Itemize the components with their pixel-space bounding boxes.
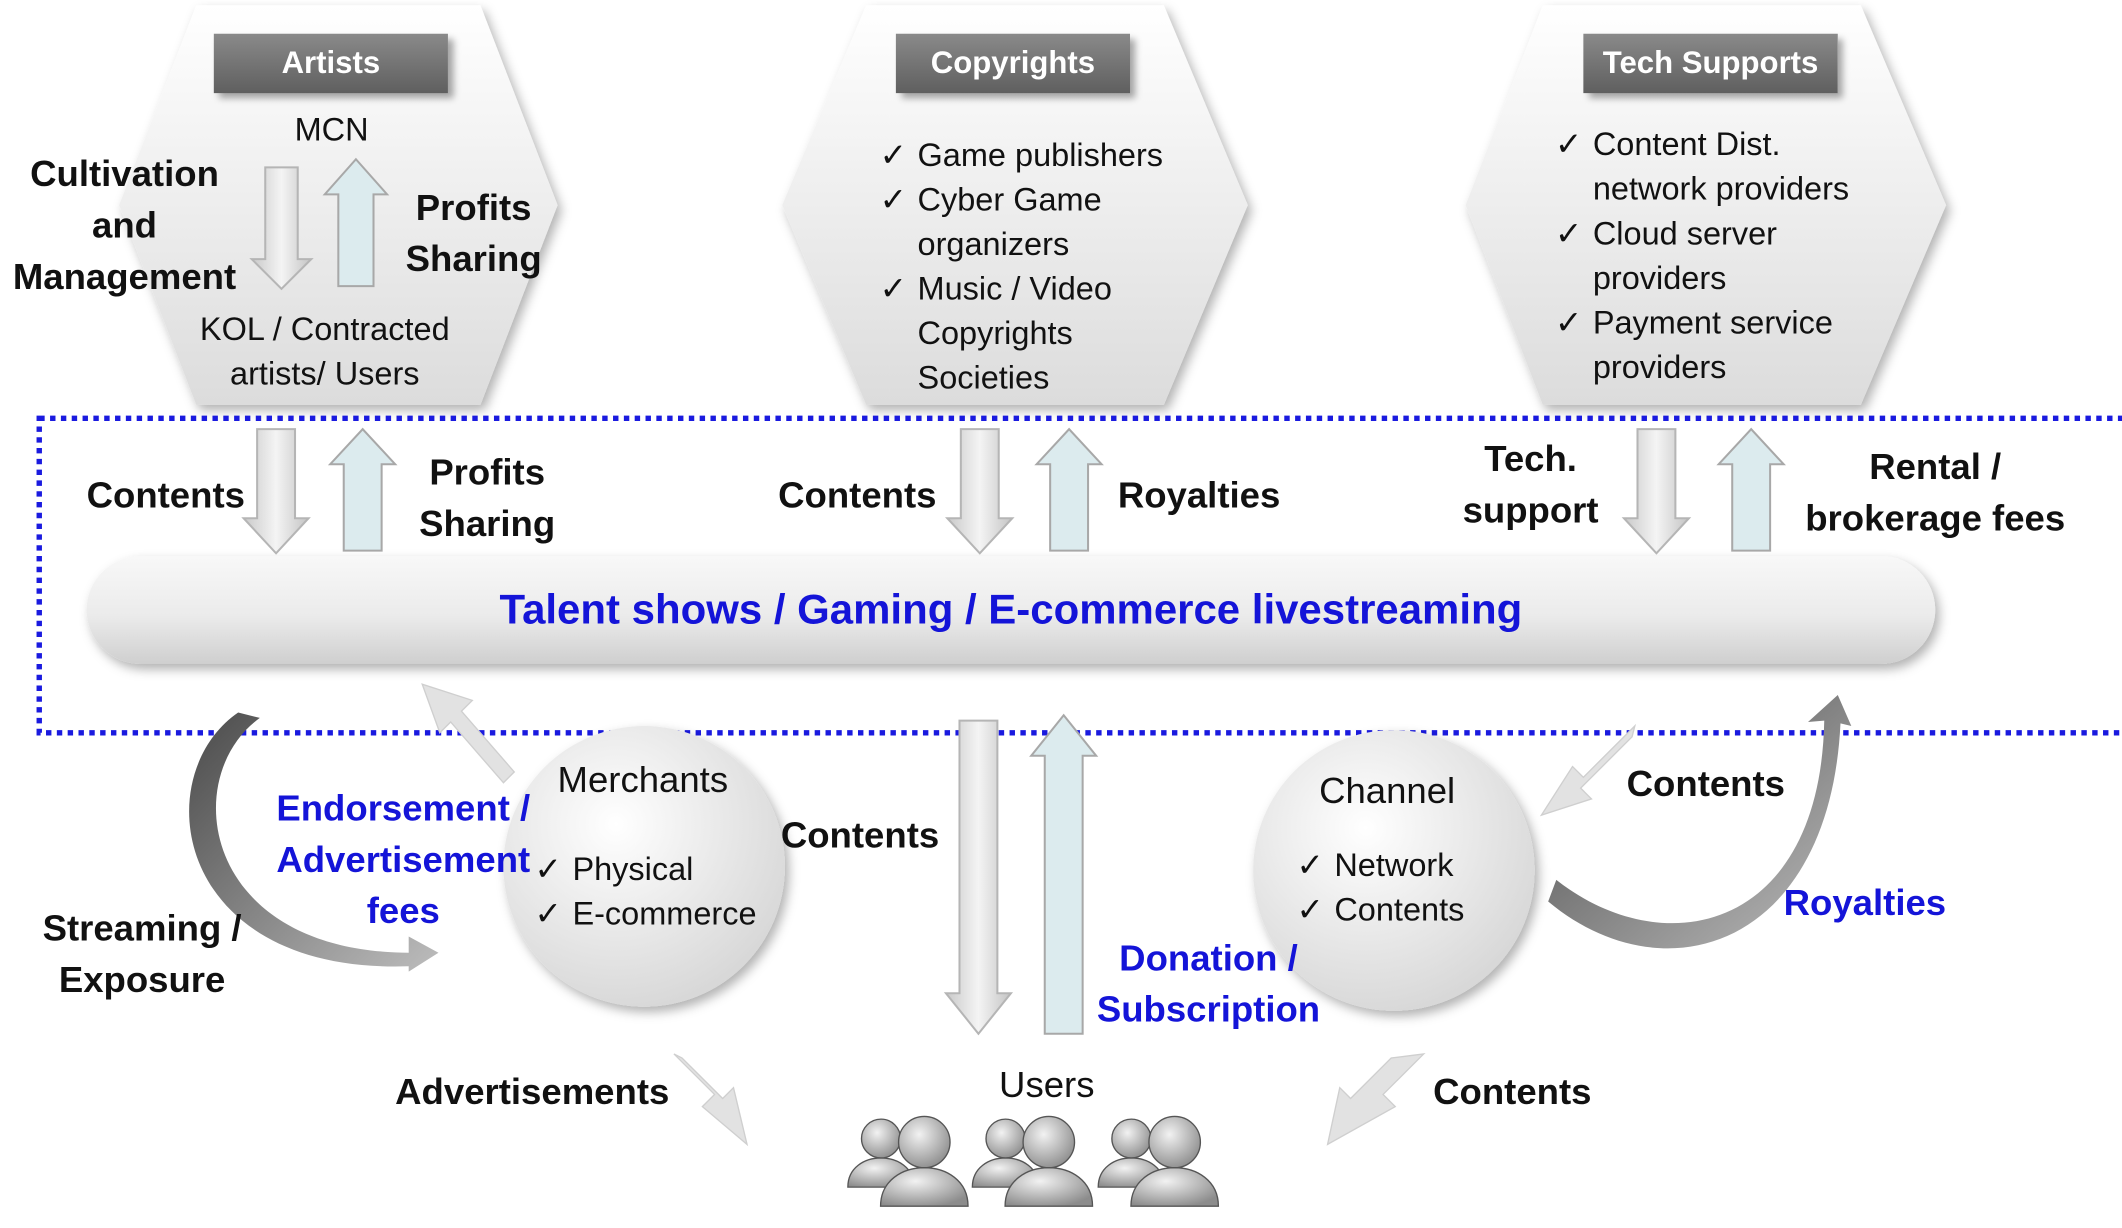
royalties-label: Royalties	[1117, 475, 1281, 516]
users-contents-label: Contents	[780, 815, 940, 856]
tech-item: Payment service providers	[1555, 301, 1893, 390]
channel-list: Network Contents	[1296, 843, 1499, 932]
artists-profits-label: Profits Sharing	[405, 187, 542, 280]
channel-royalties-label: Royalties	[1783, 882, 1947, 924]
merchants-item: Physical	[535, 847, 779, 892]
royalties-curve-arrow	[1548, 694, 1852, 949]
copyrights-header: Copyrights	[895, 33, 1131, 94]
endorsement-arrow	[421, 683, 516, 784]
tech-item: Content Dist. network providers	[1555, 123, 1893, 212]
cultivation-label: Cultivation and Management	[12, 153, 237, 297]
user-icon	[1004, 1115, 1094, 1207]
advertisements-arrow	[673, 1053, 749, 1147]
merchants-list: Physical E-commerce	[535, 847, 779, 936]
endorsement-label: Endorsement / Advertisement fees	[276, 788, 531, 932]
copyrights-item: Game publishers	[880, 134, 1198, 179]
vertical-arrows	[241, 157, 1786, 1036]
platform-bar	[86, 555, 1936, 664]
user-icon	[879, 1115, 969, 1207]
users-contents-arrow	[1326, 1053, 1426, 1146]
tech-down-arrow	[1621, 428, 1692, 555]
profits-left-up-arrow	[327, 427, 398, 552]
copyrights-list: Game publishers Cyber Game organizers Mu…	[880, 134, 1198, 401]
platform-boundary	[36, 415, 2122, 736]
mcn-label: MCN	[294, 112, 369, 149]
artists-header: Artists	[213, 33, 448, 94]
rental-label: Rental / brokerage fees	[1805, 446, 2066, 539]
copyrights-item: Music / Video Copyrights Societies	[880, 267, 1198, 401]
streaming-curve-arrow	[189, 712, 439, 972]
donation-up-arrow	[1029, 713, 1099, 1035]
platform-title: Talent shows / Gaming / E-commerce lives…	[499, 585, 1523, 633]
tech-item: Cloud server providers	[1555, 212, 1893, 301]
advertisements-label: Advertisements	[395, 1071, 670, 1112]
users-contents-down-arrow	[943, 719, 1014, 1036]
kol-label: KOL / Contracted artists/ Users	[199, 311, 450, 393]
merchants-item: E-commerce	[535, 892, 779, 937]
channel-contents-in-label: Contents	[1626, 763, 1786, 805]
rental-up-arrow	[1716, 427, 1786, 552]
channel-contents-out-label: Contents	[1433, 1071, 1592, 1112]
user-icon	[1130, 1115, 1220, 1207]
donation-label: Donation / Subscription	[1096, 937, 1321, 1030]
profits-sharing-label: Profits Sharing	[419, 452, 556, 544]
channel-item: Contents	[1296, 888, 1499, 933]
streaming-label: Streaming / Exposure	[42, 908, 242, 1000]
contents-left-label: Contents	[86, 475, 245, 516]
users-title: Users	[999, 1064, 1095, 1106]
cultivation-down-arrow	[249, 166, 314, 291]
copyrights-item: Cyber Game organizers	[880, 178, 1198, 267]
royalties-up-arrow	[1034, 427, 1104, 552]
profits-up-arrow	[322, 157, 390, 288]
channel-title: Channel	[1319, 770, 1456, 812]
tech-support-label: Tech. support	[1462, 438, 1599, 531]
tech-list: Content Dist. network providers Cloud se…	[1555, 123, 1893, 390]
contents-mid-label: Contents	[778, 475, 937, 516]
channel-contents-in-arrow	[1539, 723, 1637, 817]
merchants-title: Merchants	[557, 759, 729, 801]
users-icons	[847, 1115, 1220, 1207]
contents-left-down-arrow	[241, 428, 311, 555]
channel-item: Network	[1296, 843, 1499, 888]
contents-mid-down-arrow	[944, 428, 1015, 555]
tech-header: Tech Supports	[1583, 33, 1838, 94]
